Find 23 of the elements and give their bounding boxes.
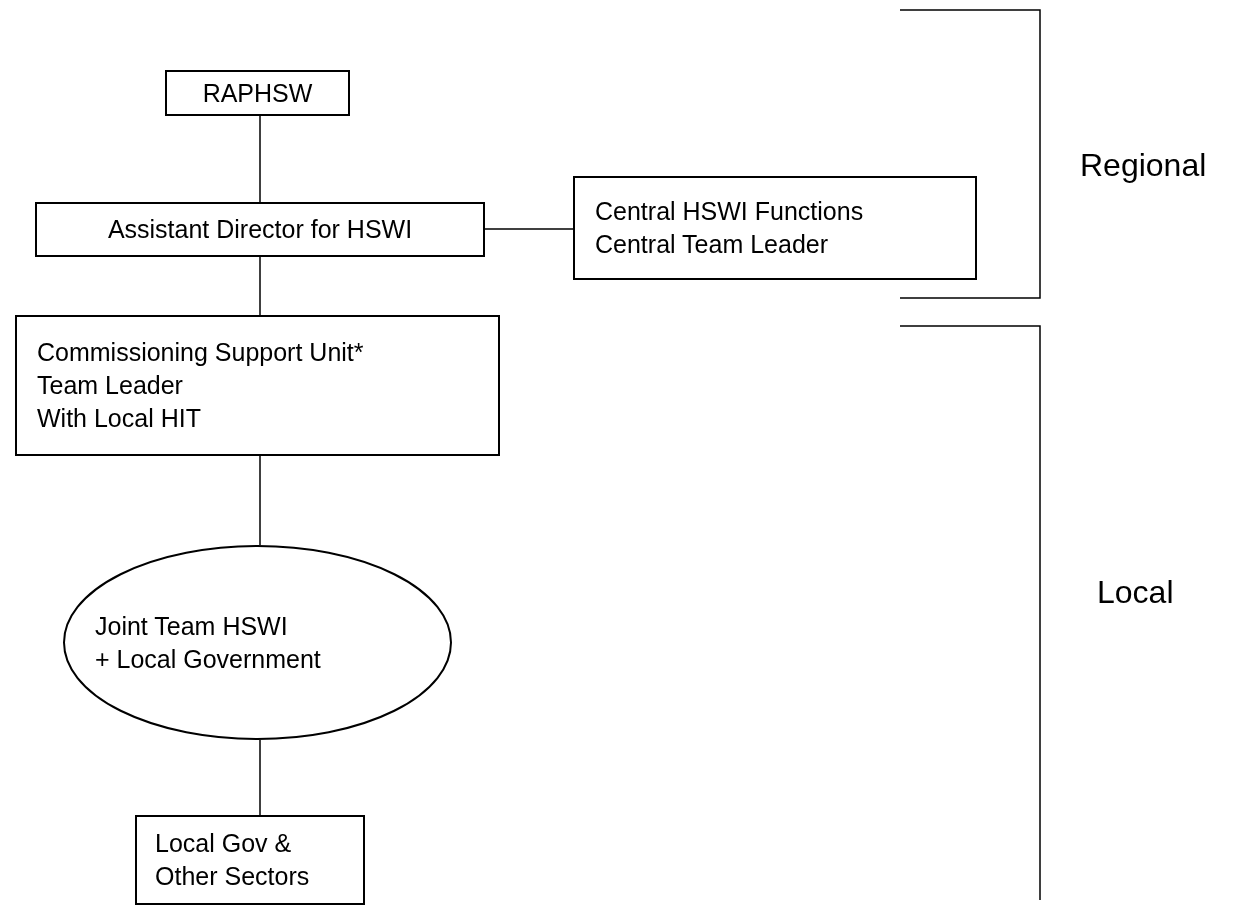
org-box [35, 202, 485, 257]
node-text: + Local Government [95, 643, 321, 675]
section-label: Regional [1080, 147, 1207, 184]
org-box [573, 176, 977, 280]
connector-line [484, 228, 574, 230]
node-text: Team Leader [37, 370, 183, 401]
node-text: Central HSWI Functions [595, 196, 864, 227]
node-text: Central Team Leader [595, 229, 828, 260]
org-box [165, 70, 350, 116]
connector-line [259, 256, 261, 316]
node-text: RAPHSW [202, 77, 313, 109]
node-text: Commissioning Support Unit* [37, 337, 364, 368]
connector-line [259, 739, 261, 816]
org-box [135, 815, 365, 905]
node-text: Joint Team HSWI [95, 610, 288, 642]
org-box [15, 315, 500, 456]
node-text: Local Gov & Other Sectors [155, 828, 311, 892]
connector-line [259, 115, 261, 203]
ellipse-node [63, 545, 452, 740]
section-label: Local [1097, 574, 1174, 611]
node-text: With Local HIT [37, 403, 201, 434]
connector-line [259, 455, 261, 546]
node-text: Assistant Director for HSWI [107, 214, 413, 245]
